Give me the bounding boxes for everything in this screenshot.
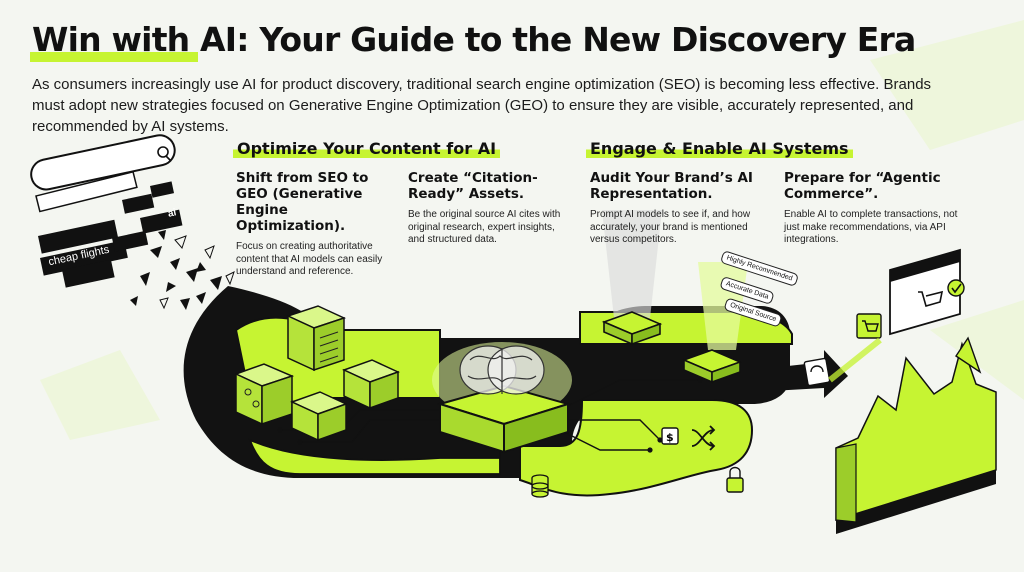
check-icon: [947, 279, 965, 297]
dollar-tag-icon: $: [661, 427, 679, 445]
step-heading: Audit Your Brand’s AI Representation.: [590, 170, 753, 202]
step-agentic-commerce: Prepare for “Agentic Commerce”. Enable A…: [784, 170, 964, 247]
growth-graph: [835, 336, 997, 534]
svg-text:$: $: [666, 431, 674, 444]
step-body: Enable AI to complete transactions, not …: [784, 209, 958, 245]
step-body: Prompt AI models to see if, and how accu…: [590, 209, 751, 245]
search-icon: [157, 146, 169, 158]
step-audit-representation: Audit Your Brand’s AI Representation. Pr…: [590, 170, 766, 247]
title-highlight: [30, 52, 198, 62]
checkout-window: [889, 248, 965, 336]
content-cubes: [234, 305, 400, 442]
audit-chip: [601, 311, 743, 384]
page-title: Win with AI: Your Guide to the New Disco…: [32, 20, 916, 59]
lock-icon: [726, 466, 744, 493]
step-body: Be the original source AI cites with ori…: [408, 209, 561, 245]
intro-paragraph: As consumers increasingly use AI for pro…: [32, 76, 932, 135]
step-body: Focus on creating authoritative content …: [236, 241, 383, 277]
database-icon: [531, 474, 549, 498]
cart-icon: [856, 313, 882, 339]
section-optimize-content: Optimize Your Content for AI: [233, 139, 501, 158]
step-citation-ready: Create “Citation-Ready” Assets. Be the o…: [408, 170, 568, 247]
shuffle-icon: [691, 425, 716, 451]
step-heading: Prepare for “Agentic Commerce”.: [784, 170, 941, 202]
search-bar: [30, 134, 176, 191]
step-heading: Create “Citation-Ready” Assets.: [408, 170, 538, 202]
ai-brain-chip: [432, 342, 572, 454]
step-heading: Shift from SEO to GEO (Generative Engine…: [236, 170, 369, 234]
loop-icon: [803, 357, 831, 387]
section-engage-ai: Engage & Enable AI Systems: [586, 139, 853, 158]
brain-icon: [459, 345, 545, 395]
step-seo-to-geo: Shift from SEO to GEO (Generative Engine…: [236, 170, 398, 279]
